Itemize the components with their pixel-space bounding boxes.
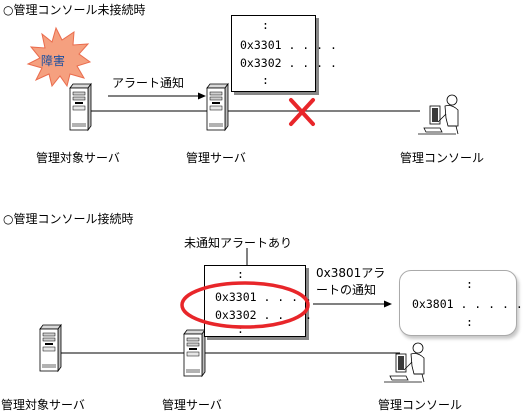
mgmt-server-icon-1: [206, 83, 229, 131]
alert-arrow-head: [198, 92, 206, 100]
console-alert-popup: : 0x3801 . . . . . . :: [399, 270, 523, 336]
console-icon-1: [417, 94, 459, 135]
console-icon-2: [383, 342, 425, 383]
disconnect-x-icon: [289, 98, 315, 126]
target-server-icon-2: [39, 324, 62, 372]
mgmt-server-label-1: 管理サーバ: [186, 151, 246, 165]
mgmt-server-icon-2: [183, 329, 206, 377]
mgmt-server-label-2: 管理サーバ: [162, 398, 222, 412]
section1-heading: ○管理コンソール未接続時: [3, 3, 146, 17]
target-server-label-1: 管理対象サーバ: [36, 151, 120, 165]
notify-label-line2: ートの通知: [316, 283, 377, 297]
alert-notify-label: アラート通知: [112, 76, 185, 90]
failure-label: 障害: [41, 54, 66, 68]
target-server-label-2: 管理対象サーバ: [1, 398, 85, 412]
console-label-2: 管理コンソール: [378, 398, 463, 412]
unnotified-alert-callout: 未通知アラートあり: [184, 236, 293, 250]
section2-heading: ○管理コンソール接続時: [3, 212, 134, 226]
mgmt-server-alert-popup: : 0x3301 . . . . 0x3302 . . . . :: [231, 15, 337, 92]
console-label-1: 管理コンソール: [400, 151, 485, 165]
target-server-icon-1: [69, 83, 92, 131]
notify-label-line1: 0x3801アラ: [316, 266, 386, 280]
mgmt-server-alert-popup-2: : 0x3301 . . . . 0x3302 . . . . :: [204, 265, 312, 337]
failure-burst-icon: [26, 26, 92, 88]
